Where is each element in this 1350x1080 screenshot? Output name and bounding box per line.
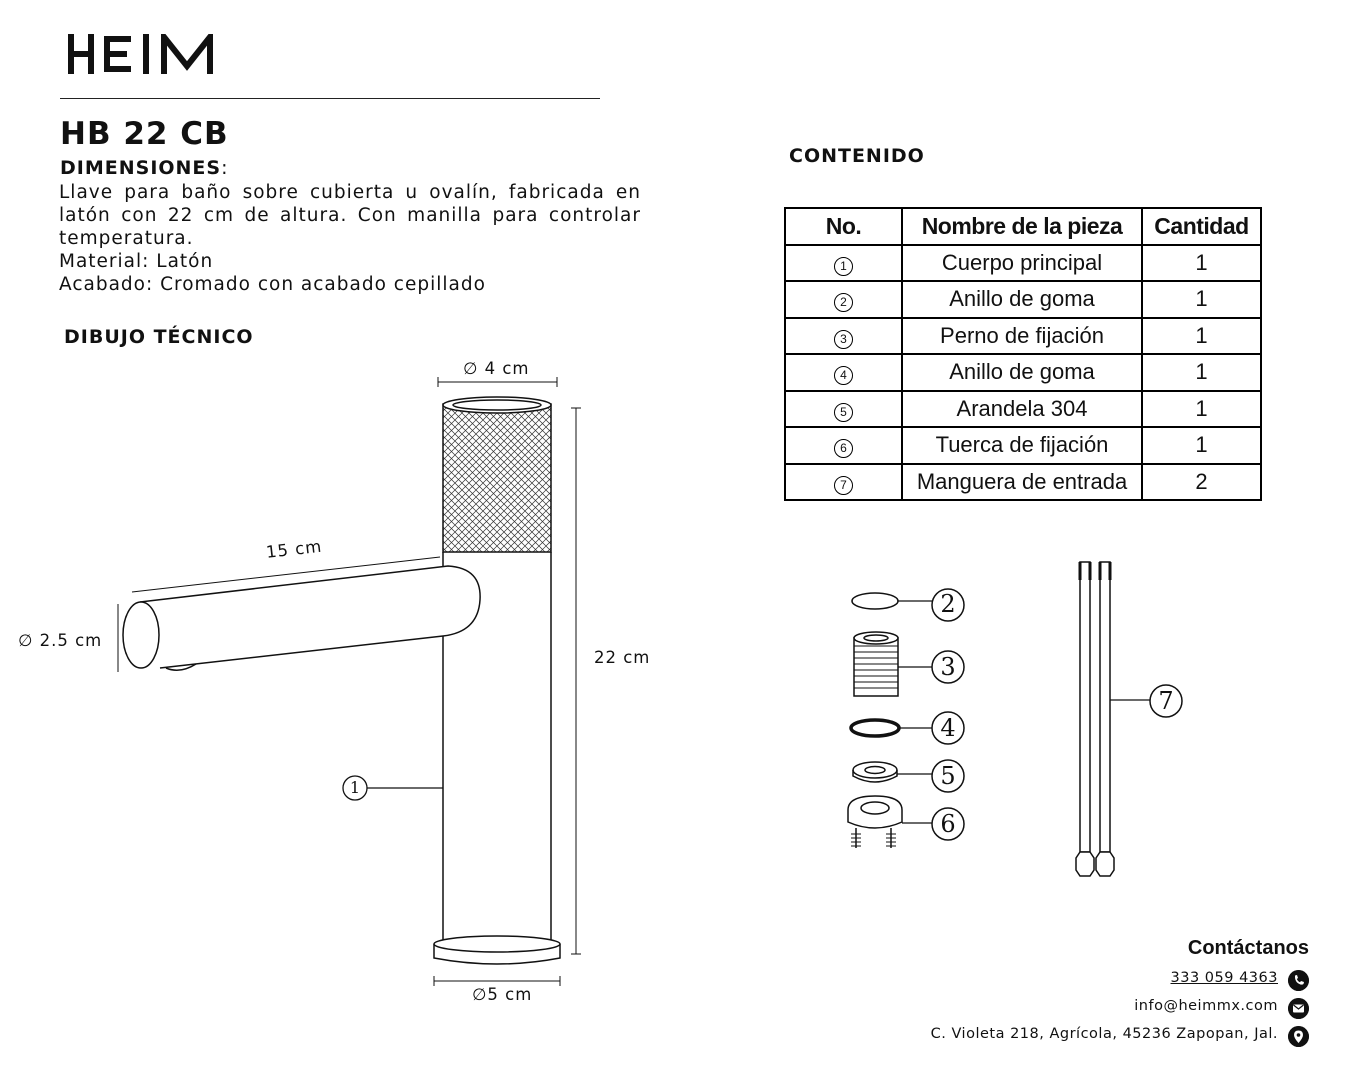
row-number: 3 (784, 316, 903, 355)
row-number: 2 (784, 280, 903, 319)
table-row: 5 Arandela 304 1 (784, 389, 1262, 428)
row-number: 4 (784, 353, 903, 392)
phone-icon (1288, 970, 1309, 991)
dimensions-heading: DIMENSIONES: (60, 157, 229, 179)
description-line: temperatura. (59, 228, 194, 249)
contact-title: Contáctanos (1187, 937, 1309, 959)
table-row: 6 Tuerca de fijación 1 (784, 426, 1262, 465)
part-qty: 1 (1141, 426, 1262, 465)
finish-line: Acabado: Cromado con acabado cepillado (59, 274, 486, 295)
callout-2-label: 2 (940, 590, 956, 618)
callout-6-label: 6 (940, 810, 956, 838)
row-number: 7 (784, 462, 903, 501)
table-row: 7 Manguera de entrada 2 (784, 462, 1262, 501)
part-name: Anillo de goma (901, 280, 1143, 319)
top-diameter-label: ∅ 4 cm (463, 359, 530, 378)
part-qty: 1 (1141, 353, 1262, 392)
table-row: 3 Perno de fijación 1 (784, 316, 1262, 355)
description-line: Llave para baño sobre cubierta u ovalín,… (59, 182, 641, 203)
part-name: Perno de fijación (901, 316, 1143, 355)
faucet-technical-drawing (117, 377, 581, 986)
product-description: Llave para baño sobre cubierta u ovalín,… (59, 181, 641, 296)
contact-address: C. Violeta 218, Agrícola, 45236 Zapopan,… (930, 1026, 1278, 1042)
header-divider (60, 98, 600, 99)
contents-heading: CONTENIDO (789, 145, 925, 167)
callout-4-label: 4 (940, 714, 956, 742)
row-number: 1 (784, 243, 903, 282)
height-label: 22 cm (594, 648, 651, 667)
part-qty: 1 (1141, 243, 1262, 282)
product-model: HB 22 CB (60, 116, 229, 152)
parts-exploded-illustration (847, 561, 1183, 877)
contact-email-link[interactable]: info@heimmx.com (1134, 998, 1278, 1014)
part-qty: 2 (1141, 462, 1262, 501)
callout-3-label: 3 (940, 653, 956, 681)
part-name: Cuerpo principal (901, 243, 1143, 282)
heim-logo (68, 34, 213, 74)
part-qty: 1 (1141, 280, 1262, 319)
part-name: Arandela 304 (901, 389, 1143, 428)
part-qty: 1 (1141, 389, 1262, 428)
base-diameter-label: ∅5 cm (472, 985, 533, 1004)
table-row: 1 Cuerpo principal 1 (784, 243, 1262, 282)
column-header-name: Nombre de la pieza (901, 207, 1143, 246)
callout-1-label: 1 (349, 778, 361, 797)
callout-5-label: 5 (940, 762, 956, 790)
part-name: Anillo de goma (901, 353, 1143, 392)
location-pin-icon (1288, 1026, 1309, 1047)
row-number: 6 (784, 426, 903, 465)
mail-icon (1288, 998, 1309, 1019)
row-number: 5 (784, 389, 903, 428)
technical-drawing-heading: DIBUJO TÉCNICO (64, 326, 254, 348)
part-qty: 1 (1141, 316, 1262, 355)
parts-table: No. Nombre de la pieza Cantidad 1 Cuerpo… (784, 207, 1262, 501)
description-line: latón con 22 cm de altura. Con manilla p… (59, 205, 641, 226)
contact-phone-link[interactable]: 333 059 4363 (1170, 970, 1278, 986)
material-line: Material: Latón (59, 251, 214, 272)
column-header-no: No. (784, 207, 903, 246)
table-row: 4 Anillo de goma 1 (784, 353, 1262, 392)
spout-diameter-label: ∅ 2.5 cm (18, 631, 103, 650)
table-row: 2 Anillo de goma 1 (784, 280, 1262, 319)
part-name: Tuerca de fijación (901, 426, 1143, 465)
part-name: Manguera de entrada (901, 462, 1143, 501)
table-header-row: No. Nombre de la pieza Cantidad (784, 207, 1262, 246)
callout-7-label: 7 (1158, 687, 1174, 715)
column-header-qty: Cantidad (1141, 207, 1262, 246)
